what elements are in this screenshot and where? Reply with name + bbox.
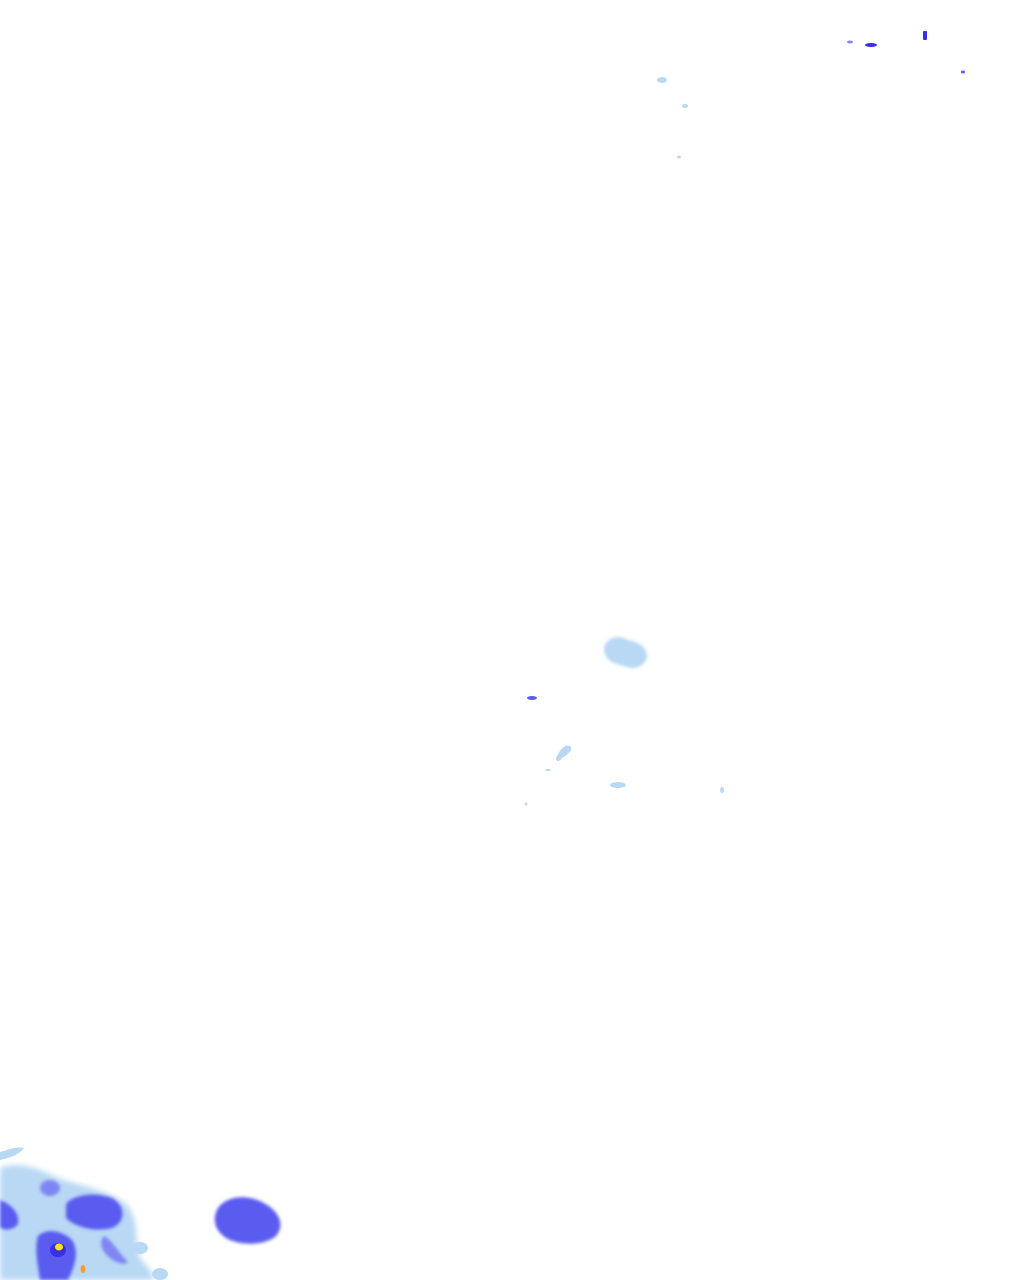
echo-cell <box>604 637 647 668</box>
echo-cell <box>682 104 688 108</box>
echo-cell <box>677 155 681 159</box>
echo-cell <box>101 1236 128 1264</box>
echo-cell <box>66 1194 123 1230</box>
echo-cell <box>610 782 626 788</box>
echo-cell <box>524 802 528 806</box>
echo-cell <box>0 1200 19 1230</box>
echo-cluster-central <box>524 637 724 806</box>
echo-cell <box>865 43 877 47</box>
echo-cluster-southwest <box>0 1147 281 1280</box>
echo-cell <box>923 31 927 40</box>
echo-cell <box>152 1268 168 1280</box>
echo-cell <box>847 40 853 44</box>
echo-cell <box>80 1265 86 1273</box>
echo-cell <box>545 769 551 771</box>
echo-cell <box>55 1243 63 1251</box>
echo-cell <box>556 745 572 761</box>
echo-cluster-northeast <box>657 31 965 159</box>
echo-cell <box>720 787 724 793</box>
echo-cell <box>527 696 537 700</box>
echo-cell <box>961 70 965 74</box>
echo-cell <box>40 1180 60 1196</box>
echo-cell <box>657 77 667 83</box>
echo-cell <box>132 1242 148 1254</box>
echo-cell <box>214 1197 281 1244</box>
echo-cell <box>0 1147 24 1160</box>
